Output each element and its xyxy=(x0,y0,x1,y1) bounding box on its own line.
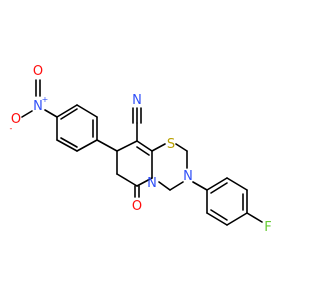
bond-nph-d2 xyxy=(60,108,78,120)
bond-fph-4 xyxy=(226,212,248,226)
bond-nitro-o-left xyxy=(21,110,33,118)
molecule-structure: N S N N O F N + O O - xyxy=(10,64,272,235)
bond-c11-n xyxy=(136,177,153,187)
atom-label-nitro-oxygen-left: O xyxy=(11,112,21,127)
bond-fph-2 xyxy=(226,177,248,191)
bond-nph-6 xyxy=(76,139,98,152)
bond-c7-s xyxy=(151,143,166,152)
bond-c9-ar xyxy=(96,139,118,152)
bond-c8-c9 xyxy=(116,140,138,152)
bond-nph-2 xyxy=(76,104,98,118)
charge-nitro-nitrogen: + xyxy=(42,95,49,104)
bond-n3-ch2 xyxy=(169,181,184,191)
bond-nph-3 xyxy=(56,104,78,118)
bond-n3-ar xyxy=(192,181,208,191)
charge-nitro-oxygen: - xyxy=(10,124,13,133)
atom-label-keto-oxygen: O xyxy=(132,199,142,214)
atom-label-nitro-nitrogen: N xyxy=(33,99,43,114)
bond-c-nitro xyxy=(44,109,58,118)
bond-c7-c8 xyxy=(136,140,153,152)
bond-fph-5 xyxy=(206,212,228,226)
atom-label-nitro-oxygen-top: O xyxy=(33,64,43,79)
bond-c7-c8-double xyxy=(136,146,150,156)
bond-nph-5 xyxy=(56,139,78,152)
bond-ch2-n xyxy=(158,181,171,191)
bonds xyxy=(21,79,263,226)
molecule-canvas: N S N N O F N + O O - xyxy=(9,64,272,235)
bond-nph-d3 xyxy=(60,137,78,148)
bond-fph-d3 xyxy=(210,209,228,221)
bond-c-f xyxy=(246,212,263,223)
bond-s-ch2 xyxy=(175,143,188,152)
bond-c10-c11 xyxy=(116,173,138,187)
bond-fph-1 xyxy=(206,177,228,191)
atom-label-ring-nitrogen-aryl: N xyxy=(183,169,193,184)
atom-label-sulfur: S xyxy=(167,137,175,152)
atom-label-nitrile-n: N xyxy=(132,93,142,108)
bond-fph-d1 xyxy=(210,182,228,194)
atom-labels: N S N N O F N + O O - xyxy=(10,64,272,235)
atom-label-fluorine: F xyxy=(264,220,271,235)
atom-label-ring-nitrogen-bridge: N xyxy=(147,176,157,191)
